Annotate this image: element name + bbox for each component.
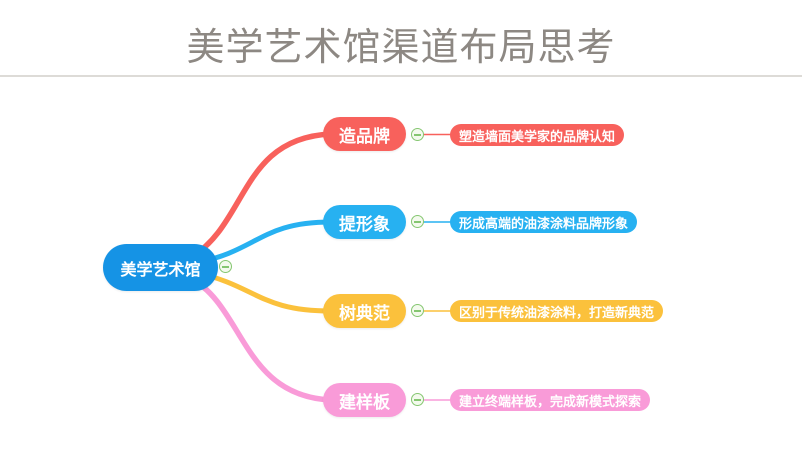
child-node-0[interactable]: 塑造墙面美学家的品牌认知 <box>450 124 625 146</box>
branch-node-2[interactable]: 树典范 <box>323 294 406 328</box>
title-divider <box>0 75 802 77</box>
branch-node-0[interactable]: 造品牌 <box>323 117 406 151</box>
branch-node-1[interactable]: 提形象 <box>323 205 406 239</box>
child-node-2[interactable]: 区别于传统油漆涂料，打造新典范 <box>450 300 664 322</box>
branch-connector-3 <box>187 275 334 403</box>
branch-node-3[interactable]: 建样板 <box>323 383 406 417</box>
minus-collapse-icon[interactable] <box>219 260 232 273</box>
minus-collapse-icon[interactable] <box>411 393 424 406</box>
root-node[interactable]: 美学艺术馆 <box>103 244 218 291</box>
minus-collapse-icon[interactable] <box>411 128 424 141</box>
child-node-3[interactable]: 建立终端样板，完成新模式探索 <box>450 389 651 411</box>
child-node-1[interactable]: 形成高端的油漆涂料品牌形象 <box>450 211 638 233</box>
page-title: 美学艺术馆渠道布局思考 <box>186 27 616 69</box>
minus-collapse-icon[interactable] <box>411 304 424 317</box>
branch-connector-0 <box>187 131 334 261</box>
minus-collapse-icon[interactable] <box>411 215 424 228</box>
